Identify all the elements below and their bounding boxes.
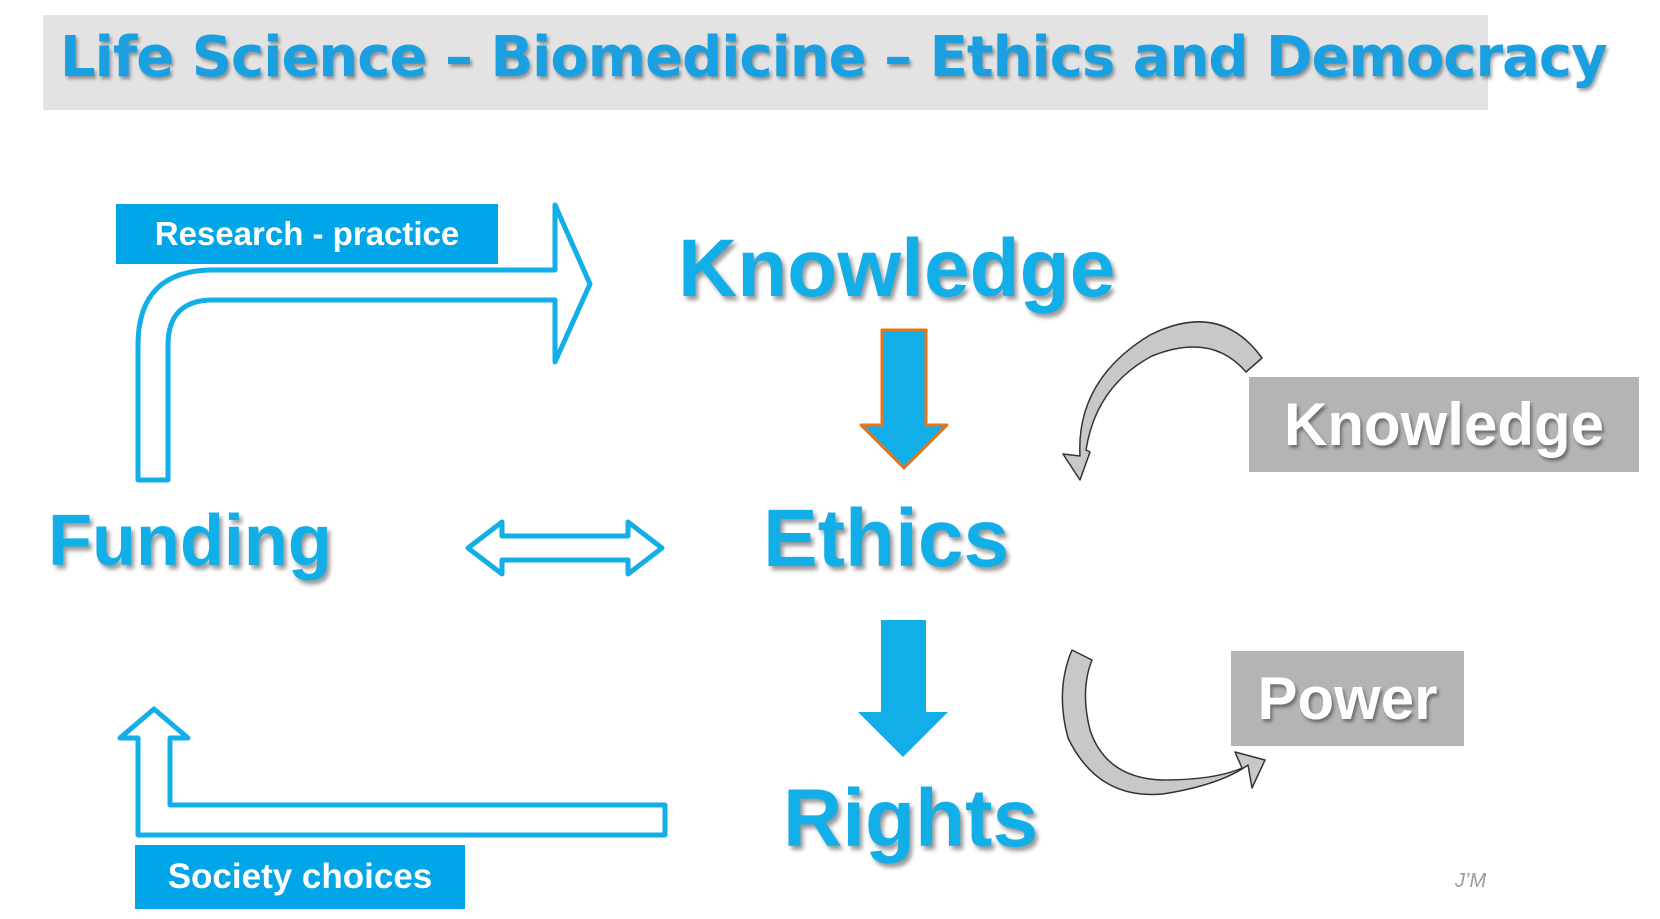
knowledge-gray-box: Knowledge bbox=[1249, 377, 1639, 472]
society-choices-arrow bbox=[117, 706, 668, 838]
power-gray-box: Power bbox=[1231, 651, 1464, 746]
page-title: Life Science – Biomedicine – Ethics and … bbox=[60, 25, 1608, 90]
power-cycle-arrow bbox=[1061, 649, 1266, 796]
research-practice-label: Research - practice bbox=[116, 204, 498, 264]
society-choices-label: Society choices bbox=[135, 845, 465, 909]
funding-ethics-double-arrow bbox=[465, 519, 665, 577]
knowledge-to-ethics-arrow bbox=[859, 328, 949, 470]
research-practice-arrow bbox=[135, 202, 593, 483]
node-knowledge: Knowledge bbox=[678, 223, 1116, 314]
knowledge-cycle-arrow bbox=[1062, 321, 1263, 481]
ethics-to-rights-arrow bbox=[858, 620, 948, 757]
node-funding: Funding bbox=[48, 501, 332, 581]
node-rights: Rights bbox=[783, 773, 1039, 864]
node-ethics: Ethics bbox=[763, 493, 1010, 584]
title-bar bbox=[43, 15, 1488, 110]
author-signature: J’M bbox=[1455, 870, 1487, 892]
